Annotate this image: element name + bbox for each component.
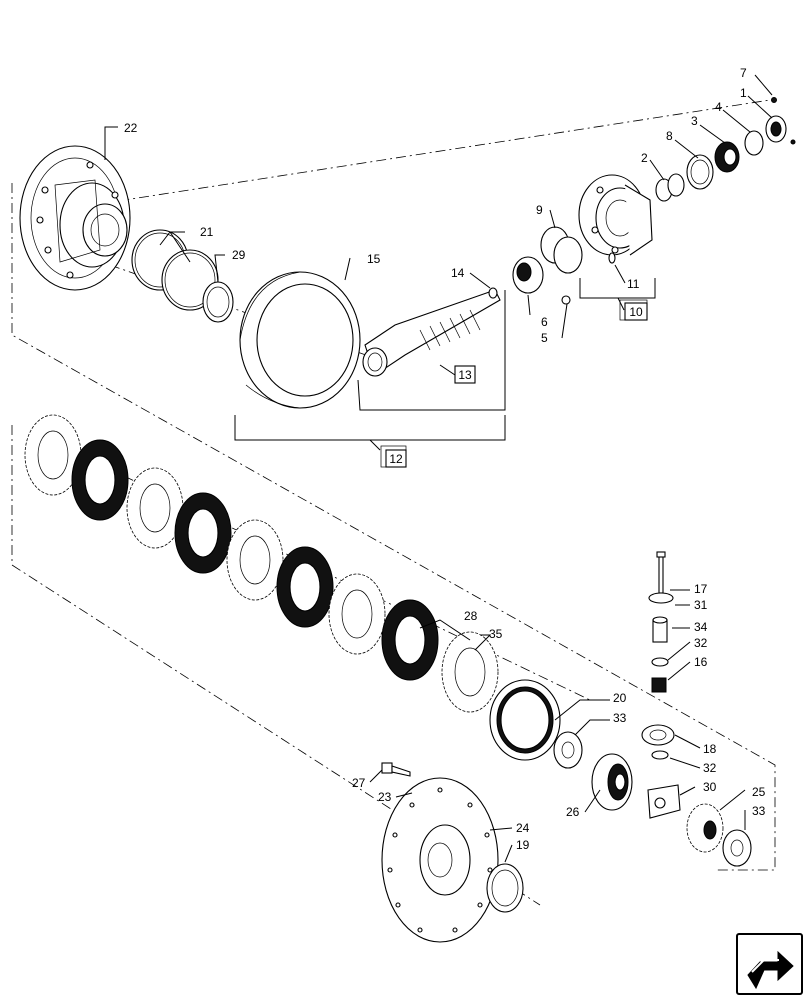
callout-35: 35 [489, 627, 503, 641]
bearing-cone-3-part[interactable] [714, 141, 740, 173]
callout-20: 20 [613, 691, 627, 705]
gear-25-part[interactable] [686, 803, 724, 853]
callout-3: 3 [691, 114, 698, 128]
seal-ring-pair-part[interactable] [131, 229, 219, 311]
flange-nut-1-part[interactable] [765, 115, 796, 145]
brake-disc-24-part[interactable] [381, 777, 499, 943]
svg-text:10: 10 [629, 305, 643, 319]
callout-9: 9 [536, 203, 543, 217]
callout-30: 30 [703, 780, 717, 794]
callout-6: 6 [541, 315, 548, 329]
side-gear-18-part[interactable] [641, 724, 675, 746]
steel-disc-3-part[interactable] [226, 519, 284, 601]
callout-34: 34 [694, 620, 708, 634]
washer-32-lower-part[interactable] [651, 750, 669, 760]
callout-29: 29 [232, 248, 246, 262]
assembly-label-10[interactable]: 10 [619, 299, 648, 321]
callout-17: 17 [694, 582, 708, 596]
pin-7-part[interactable] [771, 97, 777, 103]
callout-33a: 33 [613, 711, 627, 725]
callout-23: 23 [378, 790, 392, 804]
bearing-19-part[interactable] [486, 863, 524, 913]
pinion-shaft-part[interactable] [362, 289, 501, 377]
callout-32b: 32 [703, 761, 717, 775]
callout-27: 27 [352, 776, 366, 790]
callout-7: 7 [740, 66, 747, 80]
callout-16: 16 [694, 655, 708, 669]
washer-4-part[interactable] [744, 130, 764, 156]
bearing-cage-housing-part[interactable] [578, 174, 653, 256]
callout-18: 18 [703, 742, 717, 756]
bearing-cup-9-part[interactable] [540, 226, 583, 274]
assembly-label-13[interactable]: 13 [454, 365, 476, 384]
callout-33b: 33 [752, 804, 766, 818]
shaft-34-part[interactable] [652, 616, 668, 643]
callout-5: 5 [541, 331, 548, 345]
nut-14-part[interactable] [488, 287, 498, 299]
friction-disc-1-part[interactable] [71, 439, 129, 521]
callout-2: 2 [641, 151, 648, 165]
dowel-11-part[interactable] [608, 252, 616, 264]
ring-gear-part[interactable] [239, 271, 361, 409]
callout-24: 24 [516, 821, 530, 835]
bolt-17-part[interactable] [656, 551, 666, 594]
pinion-16-part[interactable] [651, 677, 667, 693]
arrow-right-icon[interactable] [736, 933, 803, 995]
callout-31: 31 [694, 598, 708, 612]
bearing-cup-8-part[interactable] [686, 154, 714, 190]
thrust-washer-33-part[interactable] [553, 731, 583, 769]
callout-19: 19 [516, 838, 530, 852]
friction-disc-3-part[interactable] [276, 546, 334, 628]
callout-4: 4 [715, 100, 722, 114]
washer-32-part[interactable] [651, 657, 669, 667]
piston-20-part[interactable] [489, 679, 561, 761]
callout-26: 26 [566, 805, 580, 819]
bolt-27-part[interactable] [381, 762, 411, 777]
steel-disc-4-part[interactable] [328, 573, 386, 655]
leader-lines [104, 74, 773, 863]
bearing-race-29-part[interactable] [202, 281, 234, 323]
callout-21: 21 [200, 225, 214, 239]
thrust-washer-33-lower-part[interactable] [722, 829, 752, 867]
callout-32a: 32 [694, 636, 708, 650]
svg-text:12: 12 [389, 452, 403, 466]
callout-15: 15 [367, 252, 381, 266]
callout-25: 25 [752, 785, 766, 799]
friction-disc-28-part[interactable] [381, 599, 439, 681]
block-30-part[interactable] [647, 784, 681, 819]
steel-disc-35-part[interactable] [441, 631, 499, 713]
callout-22: 22 [124, 121, 138, 135]
callout-28: 28 [464, 609, 478, 623]
gear-26-part[interactable] [591, 753, 633, 811]
differential-carrier-part[interactable] [19, 145, 131, 291]
friction-disc-2-part[interactable] [174, 492, 232, 574]
callout-8: 8 [666, 129, 673, 143]
callout-11: 11 [627, 277, 640, 291]
screw-5-part[interactable] [561, 295, 571, 305]
shim-rings-2-part[interactable] [655, 173, 685, 202]
bearing-cone-6-part[interactable] [512, 256, 544, 294]
callout-14: 14 [451, 266, 465, 280]
washer-31-part[interactable] [648, 592, 674, 604]
svg-text:13: 13 [458, 368, 472, 382]
callout-labels: 22 21 29 15 14 6 9 5 11 2 8 3 4 1 7 28 3… [124, 66, 766, 852]
callout-1: 1 [740, 86, 747, 100]
assembly-label-12[interactable]: 12 [380, 445, 407, 468]
